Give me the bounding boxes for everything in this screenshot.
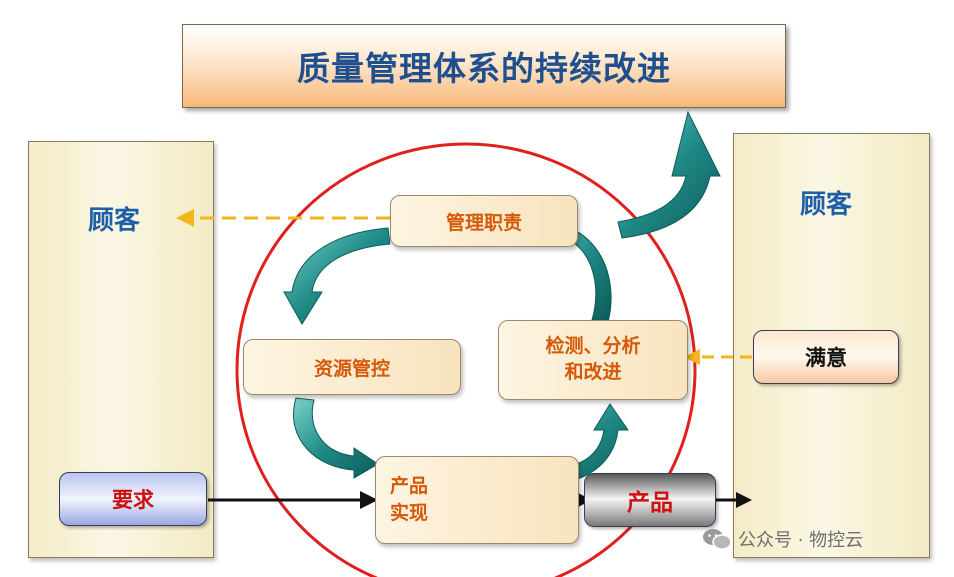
node-measurement-label-line1: 检测、分析 bbox=[545, 335, 641, 358]
customer-label-right: 顾客 bbox=[800, 190, 853, 220]
node-resource-management: 资源管控 bbox=[243, 339, 461, 395]
wechat-icon bbox=[703, 529, 732, 550]
cycle-arrow-resources-to-realization bbox=[293, 397, 379, 479]
product-box: 产品 bbox=[584, 473, 716, 527]
satisfaction-label: 满意 bbox=[805, 346, 847, 370]
requirements-box: 要求 bbox=[59, 472, 207, 526]
node-realization-label-line2: 实现 bbox=[390, 502, 429, 524]
improvement-arrow-to-title bbox=[617, 110, 721, 239]
diagram-title: 质量管理体系的持续改进 bbox=[297, 49, 671, 88]
customer-label-left: 顾客 bbox=[88, 206, 141, 236]
title-banner: 质量管理体系的持续改进 bbox=[182, 24, 786, 108]
cycle-arrow-management-to-resources bbox=[283, 227, 391, 325]
node-management-label: 管理职责 bbox=[445, 211, 522, 234]
satisfaction-box: 满意 bbox=[753, 330, 899, 384]
node-realization-text: 产品 实现 bbox=[390, 473, 428, 526]
node-resources-label: 资源管控 bbox=[313, 357, 390, 380]
dashed-arrow-to-customer-head bbox=[176, 209, 194, 227]
watermark: 公众号 · 物控云 bbox=[702, 526, 863, 552]
node-measurement-analysis-improvement: 检测、分析 和改进 bbox=[498, 320, 688, 400]
process-circle bbox=[235, 142, 697, 577]
output-arrow-head bbox=[736, 492, 752, 508]
node-product-realization: 产品 实现 bbox=[375, 456, 579, 544]
node-measurement-label-line2: 和改进 bbox=[564, 361, 622, 383]
node-management-responsibility: 管理职责 bbox=[390, 195, 578, 247]
dashed-arrow-from-satisfaction-head bbox=[684, 349, 700, 365]
requirements-label: 要求 bbox=[112, 488, 154, 512]
watermark-text: 公众号 · 物控云 bbox=[738, 530, 864, 551]
input-arrow-head bbox=[360, 491, 378, 509]
product-label: 产品 bbox=[627, 490, 673, 516]
node-realization-label-line1: 产品 bbox=[390, 475, 429, 498]
